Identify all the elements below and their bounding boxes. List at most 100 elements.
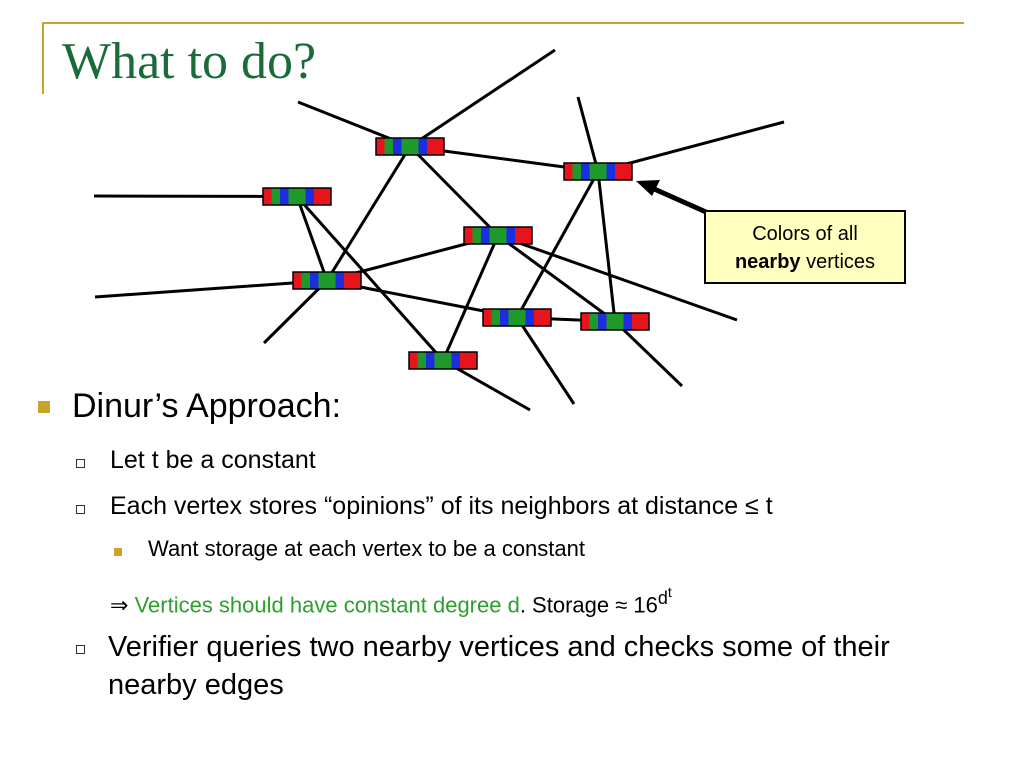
vertex-outline <box>408 351 478 370</box>
vertex-color-cell <box>542 309 551 326</box>
vertex-color-cell <box>344 272 353 289</box>
vertex-color-cell <box>314 188 323 205</box>
graph-edge <box>441 234 500 362</box>
sub-sub-bullet-storage: Want storage at each vertex to be a cons… <box>148 536 585 561</box>
graph-edge <box>596 171 617 322</box>
vertex-color-cell <box>517 309 526 326</box>
vertex-color-cell <box>506 227 515 244</box>
vertex-color-cell <box>523 227 532 244</box>
vertex-outline <box>262 187 332 206</box>
vertex-color-cell <box>489 227 498 244</box>
vertex-color-cell <box>335 272 344 289</box>
sub-bullet-hollow-icon <box>76 645 85 654</box>
vertex-color-cell <box>271 188 280 205</box>
graph-vertex <box>262 187 332 206</box>
vertex-color-cell <box>434 352 443 369</box>
vertex-color-cell <box>589 313 598 330</box>
implication-line: ⇒ Vertices should have constant degree d… <box>110 584 672 618</box>
vertex-color-cell <box>426 352 435 369</box>
vertex-outline <box>482 308 552 327</box>
graph-vertex <box>408 351 478 370</box>
vertex-color-cell <box>615 313 624 330</box>
sub-bullet-hollow-icon <box>76 505 85 514</box>
vertex-color-cell <box>327 272 336 289</box>
vertex-color-cell <box>401 138 410 155</box>
implication-green-text: Vertices should have constant degree d <box>134 592 520 618</box>
vertex-color-cell <box>301 272 310 289</box>
vertex-outline <box>375 137 445 156</box>
vertex-color-cell <box>589 163 598 180</box>
vertex-color-cell <box>427 138 436 155</box>
vertex-color-cell <box>468 352 477 369</box>
vertex-outline <box>463 226 533 245</box>
superscript-d: dt <box>657 584 672 608</box>
graph-edge <box>94 279 328 299</box>
vertex-color-cell <box>623 313 632 330</box>
vertex-color-cell <box>305 188 314 205</box>
callout-text-pre: Colors of all <box>752 223 858 245</box>
vertex-color-cell <box>472 227 481 244</box>
vertex-color-cell <box>310 272 319 289</box>
vertex-outline <box>580 312 650 331</box>
vertex-color-cell <box>293 272 302 289</box>
vertex-color-cell <box>606 163 615 180</box>
vertex-color-cell <box>393 138 402 155</box>
vertex-color-cell <box>481 227 490 244</box>
vertex-color-cell <box>417 352 426 369</box>
graph-edge <box>408 145 500 237</box>
graph-edge <box>515 170 600 319</box>
vertex-color-cell <box>460 352 469 369</box>
callout-box: Colors of all nearby vertices <box>704 210 906 284</box>
vertex-color-cell <box>598 313 607 330</box>
vertex-color-cell <box>288 188 297 205</box>
title-frame-left <box>42 22 44 94</box>
graph-vertices <box>262 137 650 370</box>
vertex-color-cell <box>564 163 573 180</box>
graph-edge <box>497 234 738 322</box>
graph-vertex <box>375 137 445 156</box>
vertex-color-cell <box>263 188 272 205</box>
graph-edge <box>325 145 412 282</box>
callout-arrow <box>636 180 708 215</box>
vertex-color-cell <box>443 352 452 369</box>
bullet-square-icon <box>38 401 50 413</box>
vertex-color-cell <box>322 188 331 205</box>
slide-title: What to do? <box>62 33 317 90</box>
superscript-t: t <box>667 584 672 600</box>
vertex-color-cell <box>606 313 615 330</box>
vertex-color-cell <box>640 313 649 330</box>
vertex-color-cell <box>581 313 590 330</box>
vertex-color-cell <box>318 272 327 289</box>
vertex-color-cell <box>632 313 641 330</box>
vertex-color-cell <box>384 138 393 155</box>
sub-sub-bullet-square-icon <box>114 548 122 556</box>
vertex-color-cell <box>534 309 543 326</box>
sub-bullet-let-t: Let t be a constant <box>110 446 316 474</box>
vertex-color-cell <box>464 227 473 244</box>
graph-edge <box>409 48 556 148</box>
vertex-color-cell <box>297 188 306 205</box>
vertex-color-cell <box>500 309 509 326</box>
callout-text-post: vertices <box>806 251 876 273</box>
graph-edge <box>497 234 616 323</box>
graph-edge <box>515 316 576 405</box>
vertex-color-cell <box>508 309 517 326</box>
sub-bullet-each-vertex: Each vertex stores “opinions” of its nei… <box>110 492 773 520</box>
vertex-color-cell <box>451 352 460 369</box>
vertex-color-cell <box>515 227 524 244</box>
vertex-color-cell <box>418 138 427 155</box>
implies-symbol: ⇒ <box>110 592 129 618</box>
graph-vertex <box>292 271 362 290</box>
graph-vertex <box>463 226 533 245</box>
bullet-dinur-approach: Dinur’s Approach: <box>72 387 342 425</box>
vertex-color-cell <box>409 352 418 369</box>
graph-edge <box>576 96 600 172</box>
graph-vertex <box>580 312 650 331</box>
graph-edge <box>295 195 329 282</box>
vertex-color-cell <box>376 138 385 155</box>
graph-edge <box>262 279 329 345</box>
graph-vertex <box>563 162 633 181</box>
graph-vertex <box>482 308 552 327</box>
vertex-color-cell <box>572 163 581 180</box>
